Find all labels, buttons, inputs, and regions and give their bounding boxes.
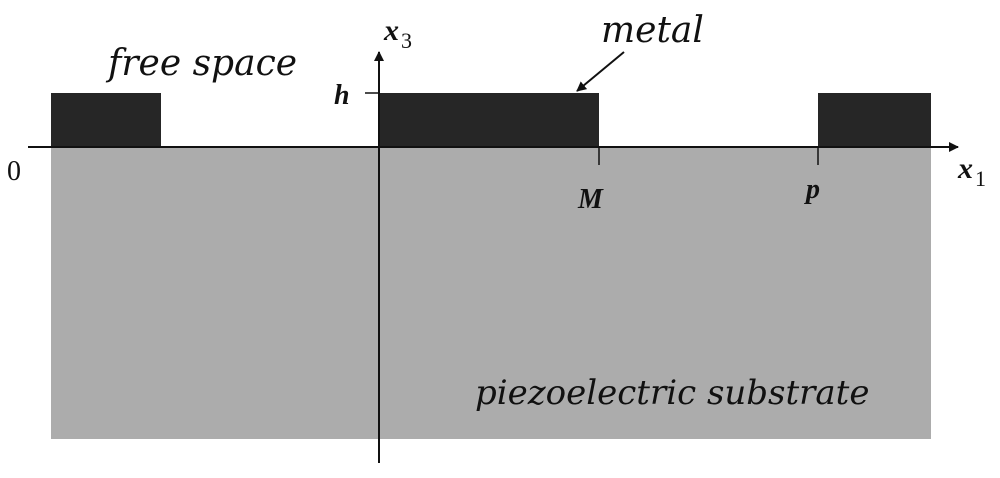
- x3-axis-label: x 3: [383, 14, 412, 53]
- origin-label: 0: [7, 156, 21, 187]
- M-label: M: [577, 184, 604, 215]
- piezoelectric-substrate: [51, 147, 931, 439]
- metal-strip-right: [818, 93, 931, 147]
- x3-subscript: 3: [401, 28, 412, 53]
- p-label: p: [804, 174, 820, 205]
- x3-base: x: [383, 14, 399, 47]
- metal-strip-left: [51, 93, 161, 147]
- substrate-label: piezoelectric substrate: [475, 373, 869, 413]
- metal-pointer-arrow: [576, 51, 625, 92]
- x1-subscript: 1: [975, 166, 986, 191]
- x1-axis-label: x 1: [957, 152, 986, 191]
- metal-label: metal: [601, 10, 704, 51]
- x1-base: x: [957, 152, 973, 185]
- metal-strip-center: [380, 93, 599, 147]
- h-label: h: [334, 80, 350, 111]
- free-space-label: free space: [105, 43, 297, 84]
